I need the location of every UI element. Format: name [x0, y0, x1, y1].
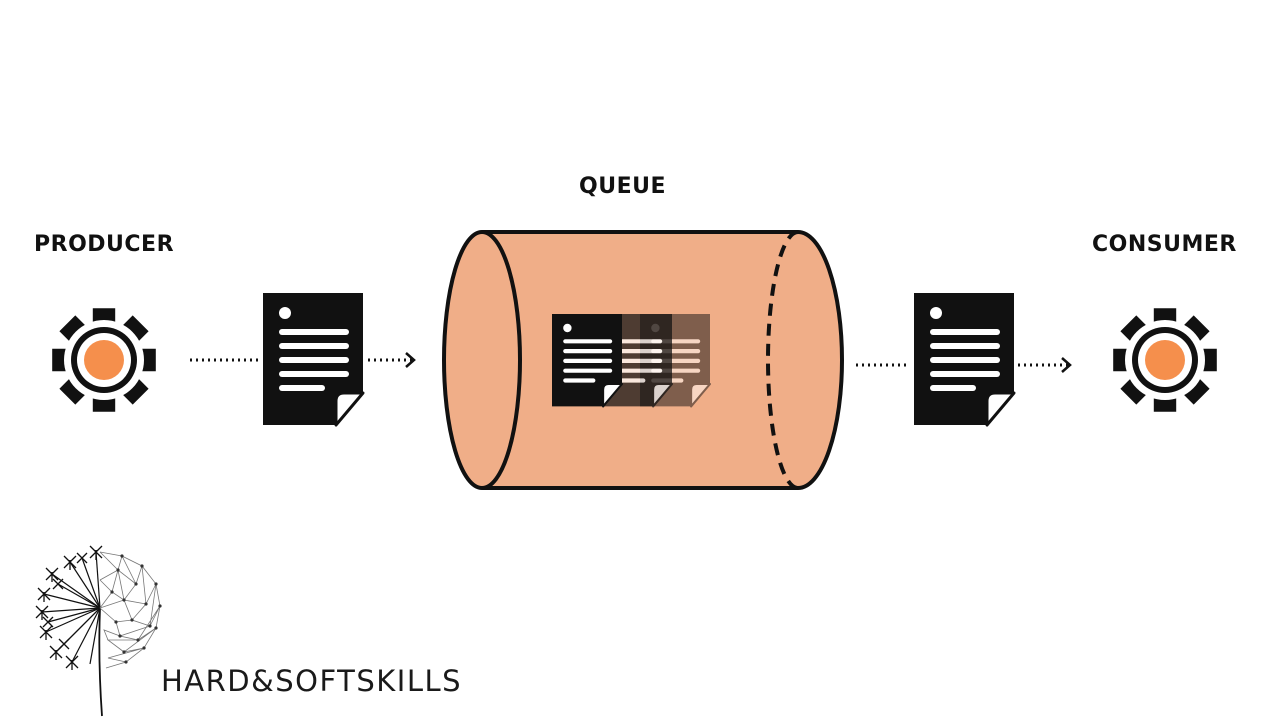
brand-wordmark: HARD&SOFTSKILLS: [161, 664, 463, 698]
consumer-message-icon: [912, 291, 1016, 427]
producer-gear-icon: [52, 308, 156, 412]
queue-label: QUEUE: [579, 174, 666, 199]
producer-label: PRODUCER: [34, 232, 175, 257]
consumer-label: CONSUMER: [1092, 232, 1237, 257]
producer-message-icon: [261, 291, 365, 427]
gear-center: [84, 340, 124, 380]
dandelion-logo-icon: [35, 545, 162, 717]
consumer-gear-icon: [1113, 308, 1217, 412]
queued-message-dark-icon: [550, 312, 624, 408]
message-to-consumer-arrow: [1018, 357, 1072, 373]
message-to-queue-arrow: [368, 352, 416, 368]
